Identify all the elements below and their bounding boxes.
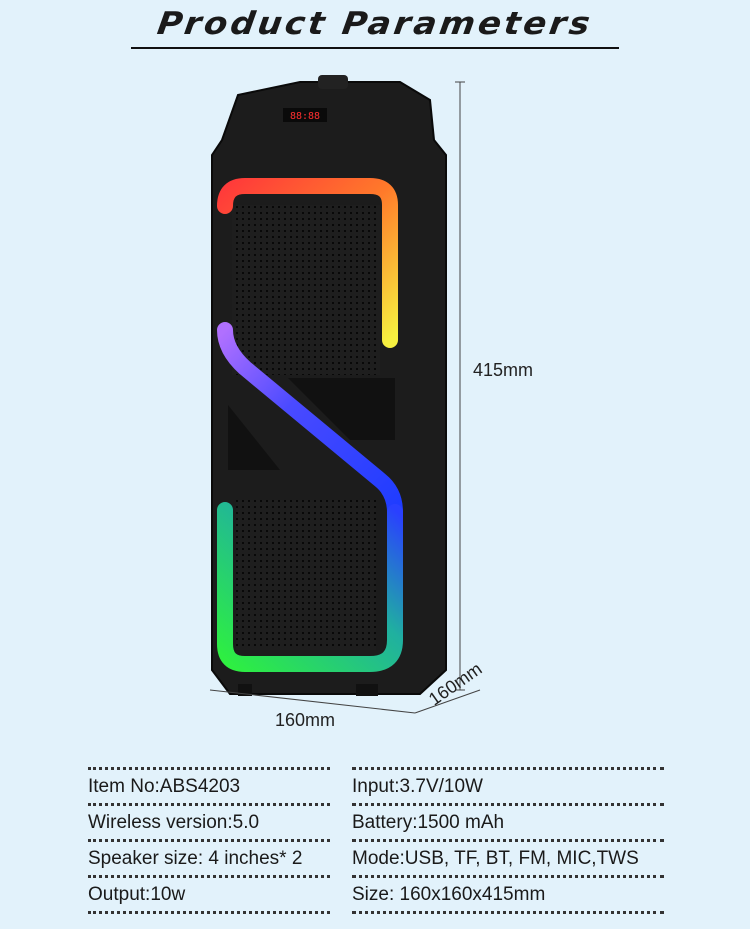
spec-mode: Mode:USB, TF, BT, FM, MIC,TWS bbox=[352, 848, 639, 869]
spec-item-no: Item No:ABS4203 bbox=[88, 776, 241, 797]
height-label: 415mm bbox=[473, 360, 534, 380]
spec-input: Input:3.7V/10W bbox=[352, 776, 483, 797]
led-display bbox=[283, 108, 327, 122]
speaker-illustration: 88:88 bbox=[209, 75, 481, 714]
display-readout: 88:88 bbox=[290, 111, 320, 122]
spec-wireless-version: Wireless version:5.0 bbox=[88, 812, 260, 833]
rgb-light-strip bbox=[217, 178, 403, 672]
title-underline bbox=[131, 47, 619, 49]
specs-right-column: Input:3.7V/10W Battery:1500 mAh Mode:USB… bbox=[352, 767, 664, 914]
spec-output: Output:10w bbox=[88, 884, 186, 905]
dimension-lines bbox=[209, 81, 481, 714]
spec-battery: Battery:1500 mAh bbox=[352, 812, 505, 833]
spec-speaker-size: Speaker size: 4 inches* 2 bbox=[88, 848, 303, 869]
spec-size: Size: 160x160x415mm bbox=[352, 884, 546, 905]
width-label: 160mm bbox=[275, 710, 336, 730]
specs-left-column: Item No:ABS4203 Wireless version:5.0 Spe… bbox=[88, 767, 330, 914]
speaker-body: 88:88 bbox=[211, 75, 447, 696]
